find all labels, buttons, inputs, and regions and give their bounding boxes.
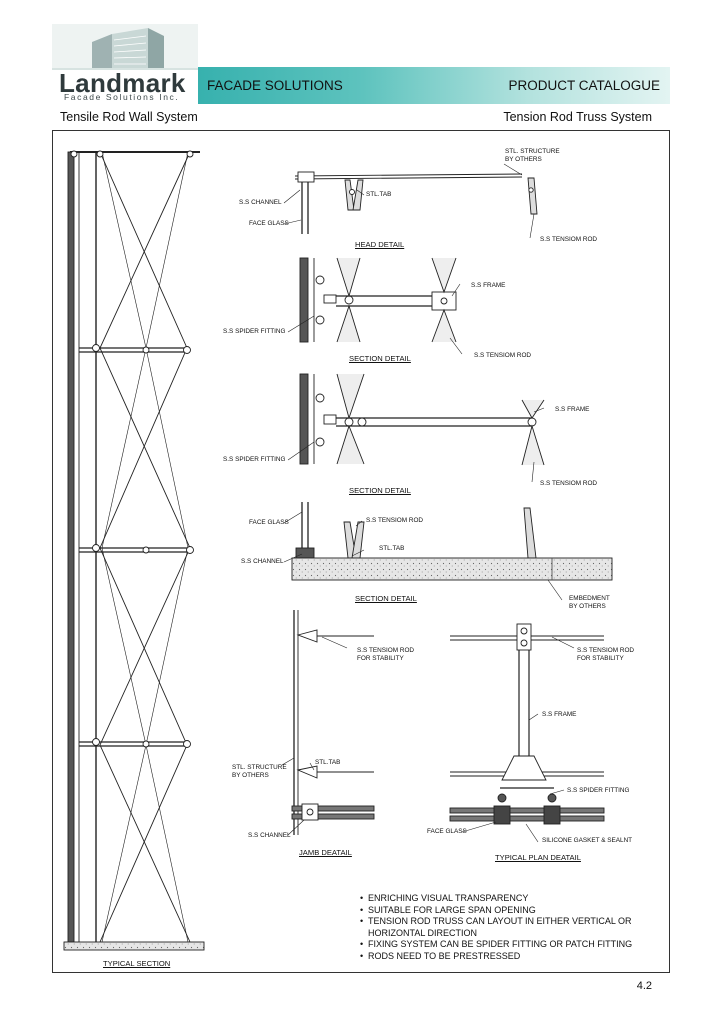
feature-item: RODS NEED TO BE PRESTRESSED	[360, 951, 660, 963]
callout-ss-tensiom-rod-3: S.S TENSIOM ROD	[366, 517, 424, 524]
callout-ss-tensiom-rod-head: S.S TENSIOM ROD	[540, 236, 598, 243]
section-detail-1-drawing	[299, 257, 457, 343]
typical-section-drawing	[63, 150, 205, 951]
callout-ss-frame-1: S.S FRAME	[471, 282, 506, 289]
callout-ss-tensiom-rod-2: S.S TENSIOM ROD	[540, 480, 598, 487]
building-logo-icon	[52, 24, 198, 70]
callout-face-glass-3: FACE GLASS	[249, 519, 289, 526]
header-banner: FACADE SOLUTIONS PRODUCT CATALOGUE	[198, 67, 670, 104]
callout-ss-spider-fitting-2: S.S SPIDER FITTING	[223, 456, 286, 463]
typical-section-title: TYPICAL SECTION	[103, 959, 171, 968]
technical-drawing	[63, 150, 613, 951]
typical-plan-detail-drawing	[449, 623, 605, 825]
typical-plan-detail-title: TYPICAL PLAN DEATAIL	[495, 853, 581, 862]
system-title-left: Tensile Rod Wall System	[60, 110, 198, 124]
callout-silicone-gasket: SILICONE GASKET & SEALNT	[542, 837, 633, 844]
company-subtitle: Facade Solutions Inc.	[64, 92, 180, 102]
company-logo: Landmark Facade Solutions Inc.	[52, 24, 198, 104]
jamb-detail-drawing	[291, 610, 375, 835]
callout-stl-tab-3: STL.TAB	[379, 545, 405, 552]
feature-item: TENSION ROD TRUSS CAN LAYOUT IN EITHER V…	[360, 916, 660, 939]
callout-face-glass-head: FACE GLASS	[249, 220, 289, 227]
callout-stl-structure-head: STL. STRUCTURE BY OTHERS	[505, 148, 560, 163]
section-detail-1-title: SECTION DETAIL	[349, 354, 411, 363]
banner-facade-solutions: FACADE SOLUTIONS	[207, 78, 343, 93]
feature-list: ENRICHING VISUAL TRANSPARENCY SUITABLE F…	[360, 893, 660, 962]
section-detail-2-title: SECTION DETAIL	[349, 486, 411, 495]
callout-stl-tab-jamb: STL.TAB	[315, 759, 341, 766]
head-detail-drawing	[294, 171, 538, 234]
callout-ss-tensiom-rod-stability-plan: S.S TENSIOM ROD FOR STABILITY	[577, 647, 635, 662]
section-detail-3-drawing	[291, 502, 613, 581]
callout-ss-frame-plan: S.S FRAME	[542, 711, 577, 718]
callout-ss-channel-3: S.S CHANNEL	[241, 558, 284, 565]
feature-item: SUITABLE FOR LARGE SPAN OPENING	[360, 905, 660, 917]
head-detail-title: HEAD DETAIL	[355, 240, 405, 249]
feature-item: ENRICHING VISUAL TRANSPARENCY	[360, 893, 660, 905]
callout-embedment: EMBEDMENT BY OTHERS	[569, 595, 610, 610]
callout-ss-spider-fitting-plan: S.S SPIDER FITTING	[567, 787, 630, 794]
page-number: 4.2	[636, 980, 652, 992]
callout-ss-tensiom-rod-stability-jamb: S.S TENSIOM ROD FOR STABILITY	[357, 647, 415, 662]
section-detail-3-title: SECTION DETAIL	[355, 594, 417, 603]
callout-ss-spider-fitting-1: S.S SPIDER FITTING	[223, 328, 286, 335]
company-name: Landmark	[59, 68, 186, 98]
jamb-detail-title: JAMB DEATAIL	[299, 848, 352, 857]
callout-stl-tab-head: STL.TAB	[366, 191, 392, 198]
callout-stl-structure-jamb: STL. STRUCTURE BY OTHERS	[232, 764, 287, 779]
drawing-frame	[52, 130, 670, 973]
callout-ss-frame-2: S.S FRAME	[555, 406, 590, 413]
callout-ss-channel-head: S.S CHANNEL	[239, 199, 282, 206]
banner-product-catalogue: PRODUCT CATALOGUE	[508, 78, 660, 93]
feature-item: FIXING SYSTEM CAN BE SPIDER FITTING OR P…	[360, 939, 660, 951]
system-title-right: Tension Rod Truss System	[503, 110, 652, 124]
section-detail-2-drawing	[299, 373, 545, 466]
callout-face-glass-plan: FACE GLASS	[427, 828, 467, 835]
callout-ss-tensiom-rod-1: S.S TENSIOM ROD	[474, 352, 532, 359]
callout-ss-channel-jamb: S.S CHANNEL	[248, 832, 291, 839]
